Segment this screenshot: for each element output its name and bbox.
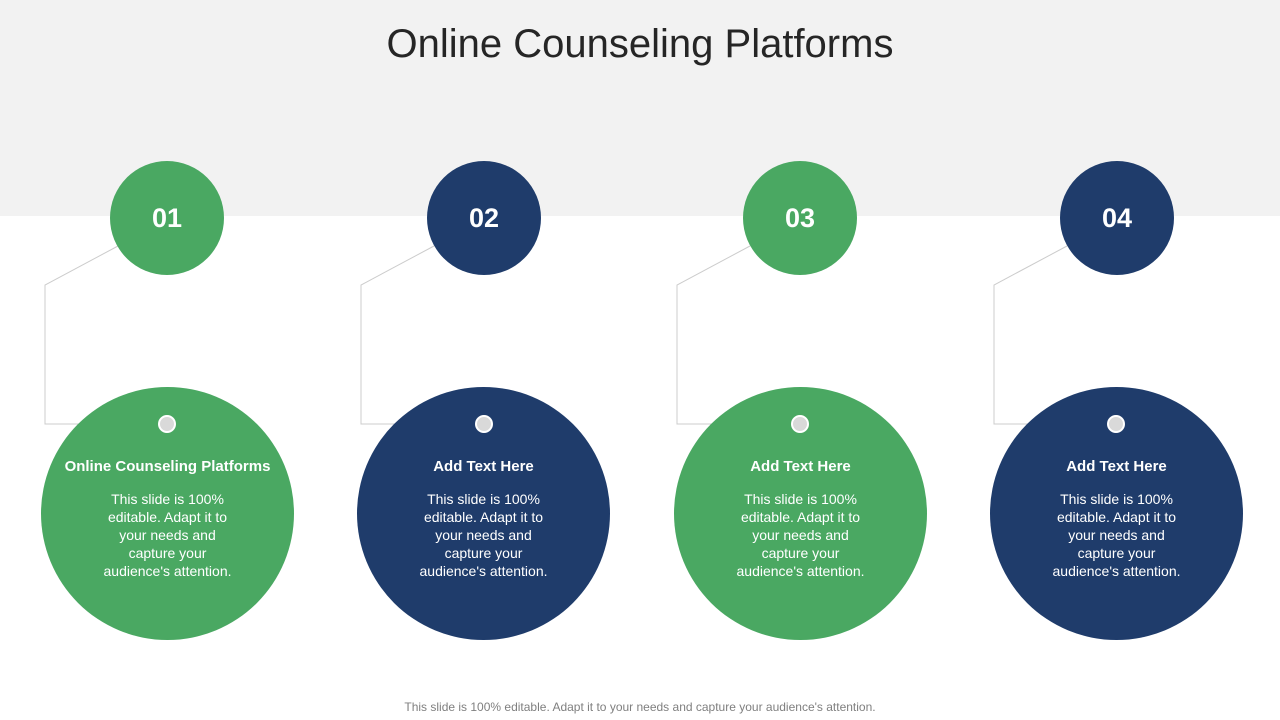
step-heading-03: Add Text Here (750, 458, 851, 475)
step-number-circle-02: 02 (427, 161, 541, 275)
step-heading-04: Add Text Here (1066, 458, 1167, 475)
step-heading-01: Online Counseling Platforms (64, 458, 271, 475)
step-number-circle-01: 01 (110, 161, 224, 275)
step-body-03: This slide is 100% editable. Adapt it to… (736, 491, 865, 579)
step-body-02: This slide is 100% editable. Adapt it to… (419, 491, 548, 579)
step-number-04: 04 (1101, 202, 1133, 233)
connector-dot-03 (791, 415, 809, 433)
step-number-circle-04: 04 (1060, 161, 1174, 275)
connector-dot-01 (158, 415, 176, 433)
connector-dot-04 (1107, 415, 1125, 433)
step-card-03: Add Text Here This slide is 100% editabl… (674, 387, 927, 640)
slide-title: Online Counseling Platforms (386, 22, 894, 66)
step-body-01: This slide is 100% editable. Adapt it to… (103, 491, 232, 579)
connector-dot-02 (475, 415, 493, 433)
step-number-circle-03: 03 (743, 161, 857, 275)
step-body-04: This slide is 100% editable. Adapt it to… (1052, 491, 1181, 579)
step-number-03: 03 (784, 202, 816, 233)
top-band (0, 0, 1280, 216)
step-card-01: Online Counseling Platforms This slide i… (41, 387, 294, 640)
step-number-01: 01 (151, 202, 183, 233)
footer-note: This slide is 100% editable. Adapt it to… (404, 700, 876, 714)
step-heading-02: Add Text Here (433, 458, 534, 475)
step-number-02: 02 (468, 202, 500, 233)
